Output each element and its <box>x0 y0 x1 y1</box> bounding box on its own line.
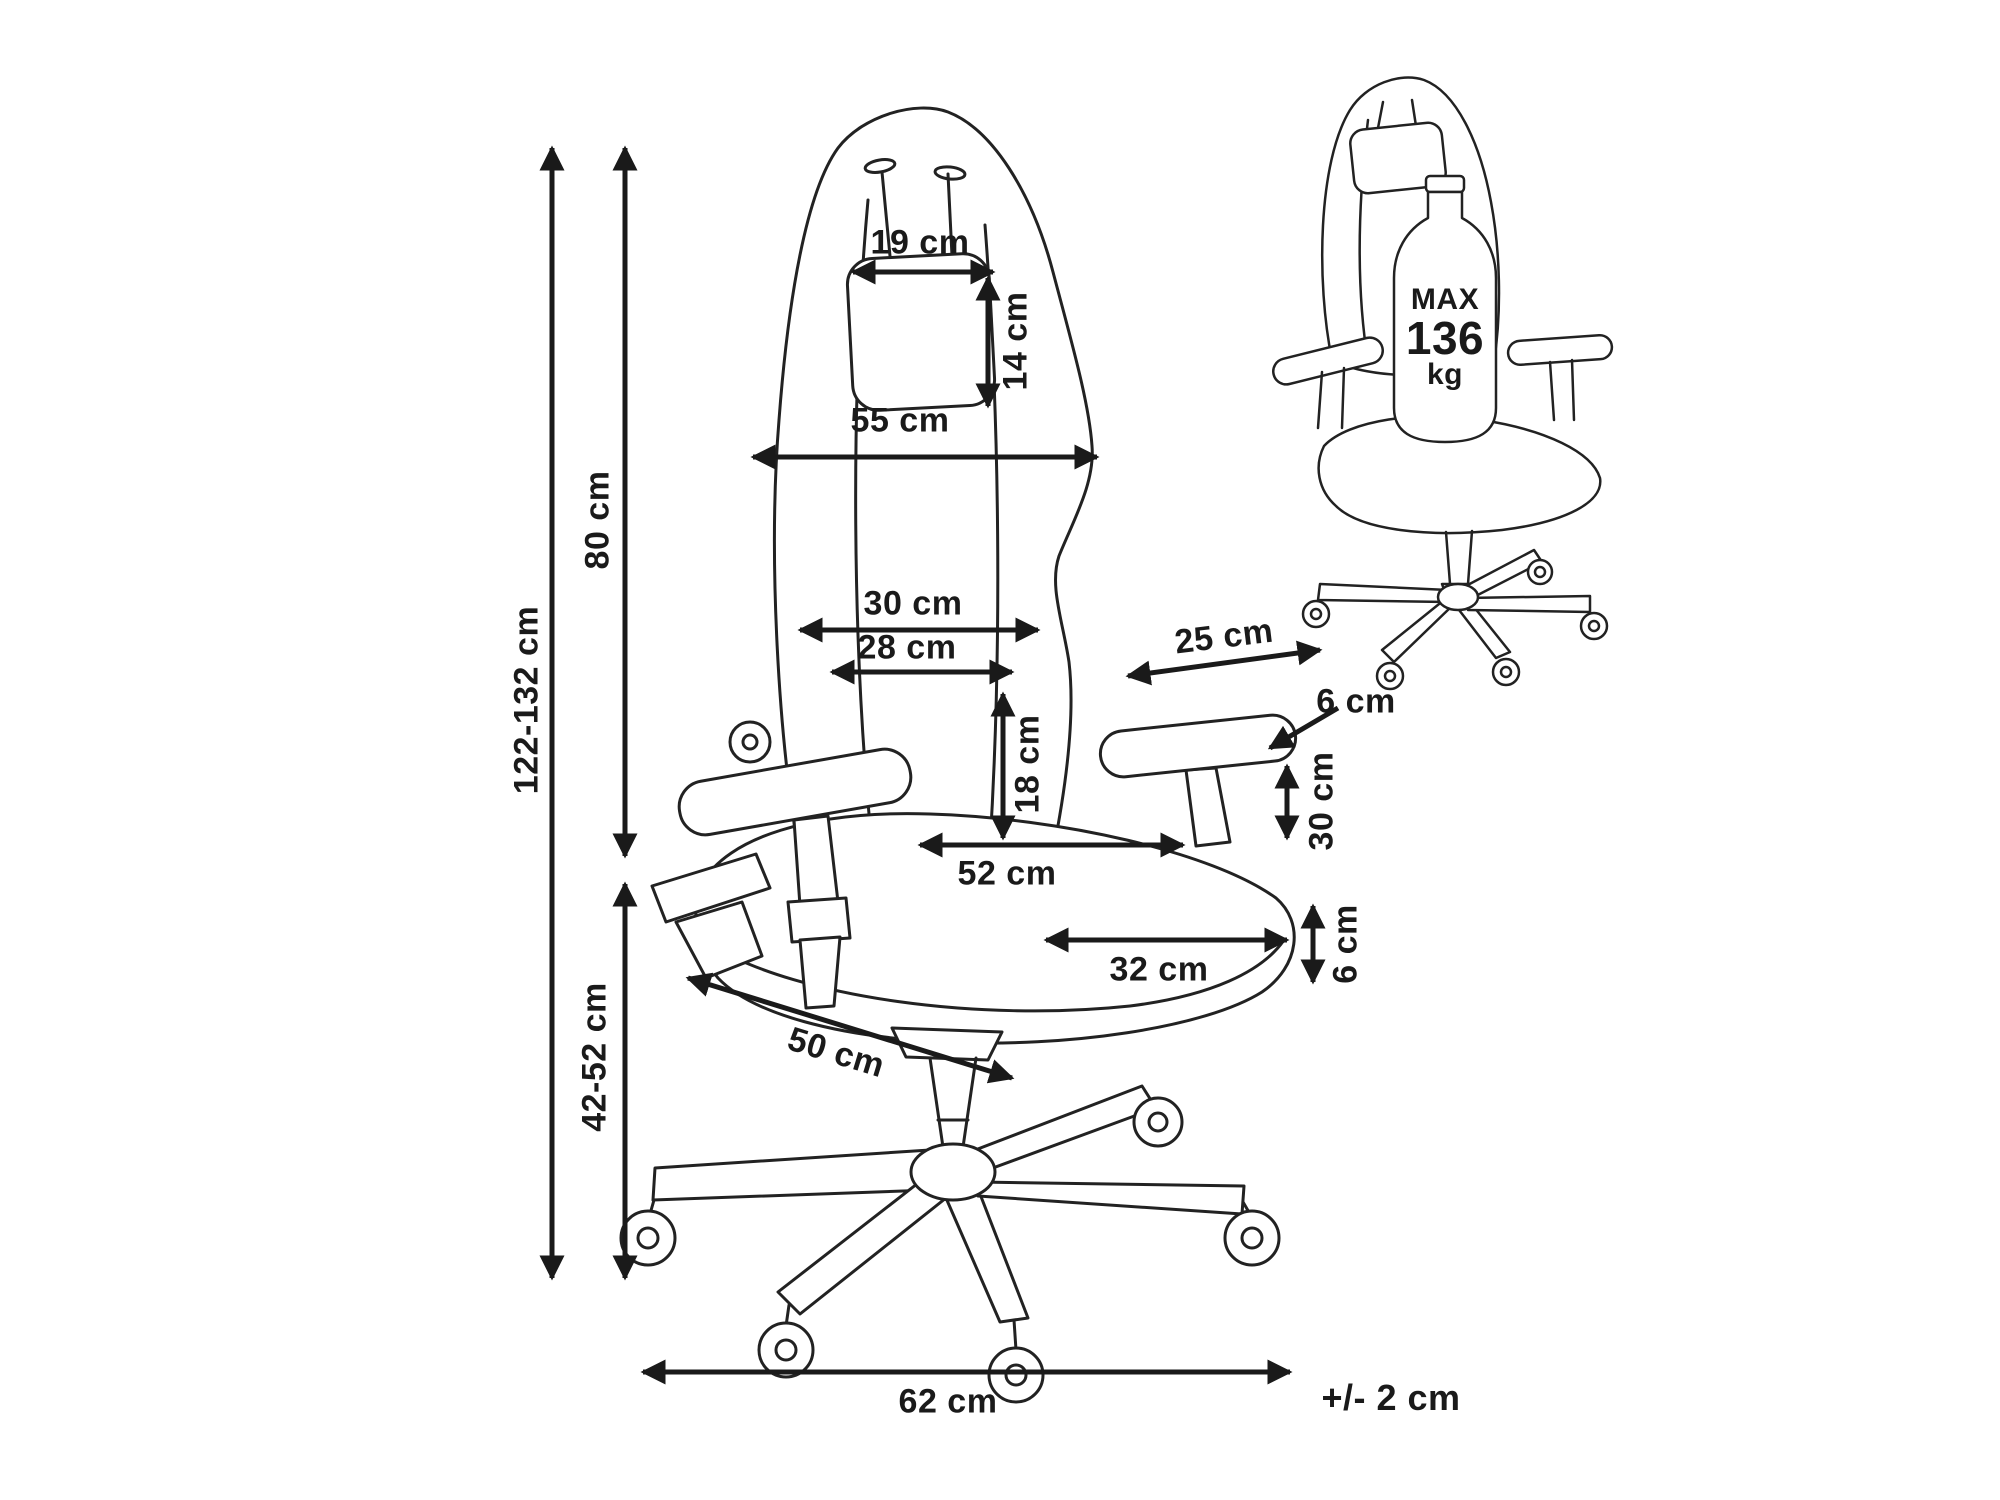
armrest-right-post <box>1184 766 1232 848</box>
armrest-left-column <box>798 935 842 1010</box>
dim-label-backrest-width: 55 cm <box>850 401 950 440</box>
dim-label-base-width: 62 cm <box>898 1382 998 1421</box>
dim-label-total-height: 122-132 cm <box>507 605 546 795</box>
base-hub <box>909 1142 997 1202</box>
pillow-strap-left <box>880 170 892 258</box>
recline-knob <box>728 720 772 764</box>
dim-label-headrest-width: 19 cm <box>870 223 970 262</box>
armrest-left-block <box>786 896 852 944</box>
pillow-strap-right <box>946 172 954 258</box>
inset-caster-3 <box>1491 657 1521 687</box>
base-leg-front <box>944 1192 1030 1324</box>
base-leg-back <box>968 1084 1158 1174</box>
weight-max-value: 136 <box>1405 312 1485 364</box>
dim-label-armrest-thickness: 6 cm <box>1316 682 1396 721</box>
dimension-arrows <box>539 145 1340 1385</box>
recline-knob-center <box>741 733 759 751</box>
weight-bottle-icon <box>1392 190 1498 444</box>
dim-label-lumbar-width: 28 cm <box>857 628 957 667</box>
inset-caster-4-hub <box>1587 619 1601 633</box>
caster-wheel-2 <box>757 1321 815 1379</box>
inset-caster-1 <box>1301 599 1331 629</box>
gas-lift-column <box>928 1056 978 1156</box>
inset-leg-1 <box>1316 582 1450 604</box>
inset-pillow <box>1349 121 1447 195</box>
tilt-lever <box>650 852 772 924</box>
base-leg-front-left <box>776 1178 948 1316</box>
dim-label-seat-cushion-width: 32 cm <box>1109 950 1209 989</box>
inset-caster-4 <box>1579 611 1609 641</box>
inset-hub <box>1436 582 1480 612</box>
caster-hub-5 <box>1147 1111 1169 1133</box>
dim-label-armrest-height-adjust: 30 cm <box>1302 751 1341 851</box>
caster-wheel-1 <box>619 1209 677 1267</box>
dim-label-seat-width: 52 cm <box>957 854 1057 893</box>
dim-label-seat-height-range: 42-52 cm <box>575 982 614 1132</box>
caster-wheel-4 <box>1223 1209 1281 1267</box>
base-leg-left <box>651 1148 934 1202</box>
tolerance-note: +/- 2 cm <box>1321 1377 1461 1418</box>
inset-caster-2-hub <box>1383 669 1397 683</box>
inset-chair-drawing <box>1272 76 1614 691</box>
inset-caster-5-hub <box>1533 565 1547 579</box>
dim-label-backrest-mid-width: 30 cm <box>863 584 963 623</box>
inset-caster-3-hub <box>1499 665 1513 679</box>
armrest-right-pad <box>1098 713 1298 779</box>
inset-gas-lift <box>1444 529 1474 586</box>
inset-caster-5 <box>1526 558 1554 586</box>
inset-armrest-left-post <box>1316 366 1346 430</box>
arrow-armrest-length <box>1125 640 1323 686</box>
dim-label-seat-cushion-thickness: 6 cm <box>1326 904 1365 984</box>
tilt-bracket <box>674 900 764 980</box>
inset-armrest-left-pad <box>1272 336 1384 386</box>
base-leg-right <box>976 1180 1246 1216</box>
weight-max-label: MAX <box>1410 283 1480 316</box>
inset-armrest-right-pad <box>1506 333 1614 367</box>
inset-caster-1-hub <box>1309 607 1323 621</box>
inset-leg-4 <box>1464 594 1592 614</box>
inset-armrest-right-post <box>1548 358 1576 422</box>
inset-leg-2 <box>1380 598 1454 664</box>
armrest-left-pad <box>677 747 913 837</box>
inset-pillow-straps <box>1376 98 1418 130</box>
main-chair-drawing <box>619 106 1298 1404</box>
caster-wheel-5 <box>1132 1096 1184 1148</box>
arrow-armrest-thickness <box>1267 705 1340 751</box>
inset-caster-2 <box>1375 661 1405 691</box>
caster-stem-3 <box>1012 1318 1018 1352</box>
weight-bottle-cap <box>1424 174 1466 194</box>
headrest-pillow <box>845 252 997 412</box>
dim-label-backrest-height: 80 cm <box>578 470 617 570</box>
caster-hub-1 <box>636 1226 660 1250</box>
arrow-seat-depth <box>685 972 1015 1084</box>
dim-label-headrest-height: 14 cm <box>996 291 1035 391</box>
dim-label-lumbar-height: 18 cm <box>1008 714 1047 814</box>
weight-max-unit: kg <box>1426 358 1464 391</box>
caster-hub-4 <box>1240 1226 1264 1250</box>
